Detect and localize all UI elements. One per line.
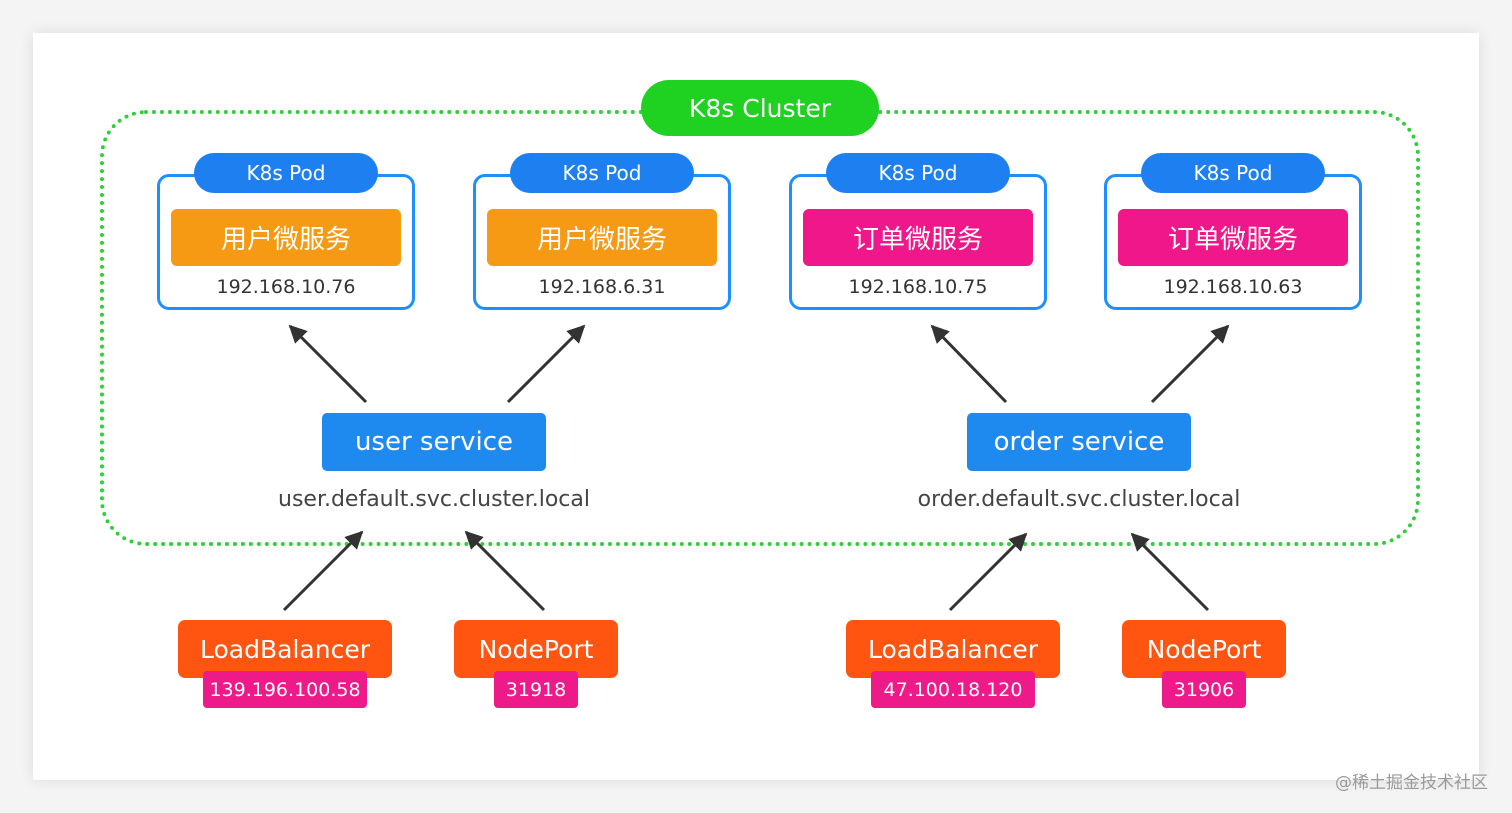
k8s-cluster-label: K8s Cluster [641, 80, 879, 136]
arrow-nodeport-to-order-service [1130, 532, 1210, 612]
pod-ip-4: 192.168.10.63 [1163, 276, 1303, 298]
loadbalancer-order-ip: 47.100.18.120 [871, 671, 1035, 708]
pod-service-1: 用户微服务 [171, 209, 401, 266]
arrow-user-service-to-pod-2 [506, 324, 586, 404]
order-service-dns: order.default.svc.cluster.local [917, 487, 1241, 512]
loadbalancer-user-ip: 139.196.100.58 [203, 671, 367, 708]
arrow-order-service-to-pod-3 [930, 324, 1008, 404]
pod-ip-2: 192.168.6.31 [538, 276, 666, 298]
pod-service-4: 订单微服务 [1118, 209, 1348, 266]
pod-tag-1: K8s Pod [194, 153, 378, 193]
loadbalancer-user: LoadBalancer [178, 620, 392, 678]
arrow-user-service-to-pod-1 [288, 324, 368, 404]
user-service-dns: user.default.svc.cluster.local [278, 487, 590, 512]
pod-ip-1: 192.168.10.76 [216, 276, 356, 298]
user-service-box: user service [322, 413, 546, 471]
nodeport-user: NodePort [454, 620, 618, 678]
arrow-loadbalancer-to-order-service [948, 532, 1028, 612]
pod-tag-2: K8s Pod [510, 153, 694, 193]
pod-tag-4: K8s Pod [1141, 153, 1325, 193]
order-service-box: order service [967, 413, 1191, 471]
nodeport-order: NodePort [1122, 620, 1286, 678]
pod-ip-3: 192.168.10.75 [848, 276, 988, 298]
loadbalancer-order: LoadBalancer [846, 620, 1060, 678]
arrow-order-service-to-pod-4 [1150, 324, 1230, 404]
watermark-text: @稀土掘金技术社区 [1335, 773, 1488, 793]
pod-service-2: 用户微服务 [487, 209, 717, 266]
nodeport-user-port: 31918 [494, 671, 578, 708]
nodeport-order-port: 31906 [1162, 671, 1246, 708]
arrow-loadbalancer-to-user-service [282, 530, 364, 612]
pod-tag-3: K8s Pod [826, 153, 1010, 193]
arrow-nodeport-to-user-service [464, 530, 546, 612]
pod-service-3: 订单微服务 [803, 209, 1033, 266]
